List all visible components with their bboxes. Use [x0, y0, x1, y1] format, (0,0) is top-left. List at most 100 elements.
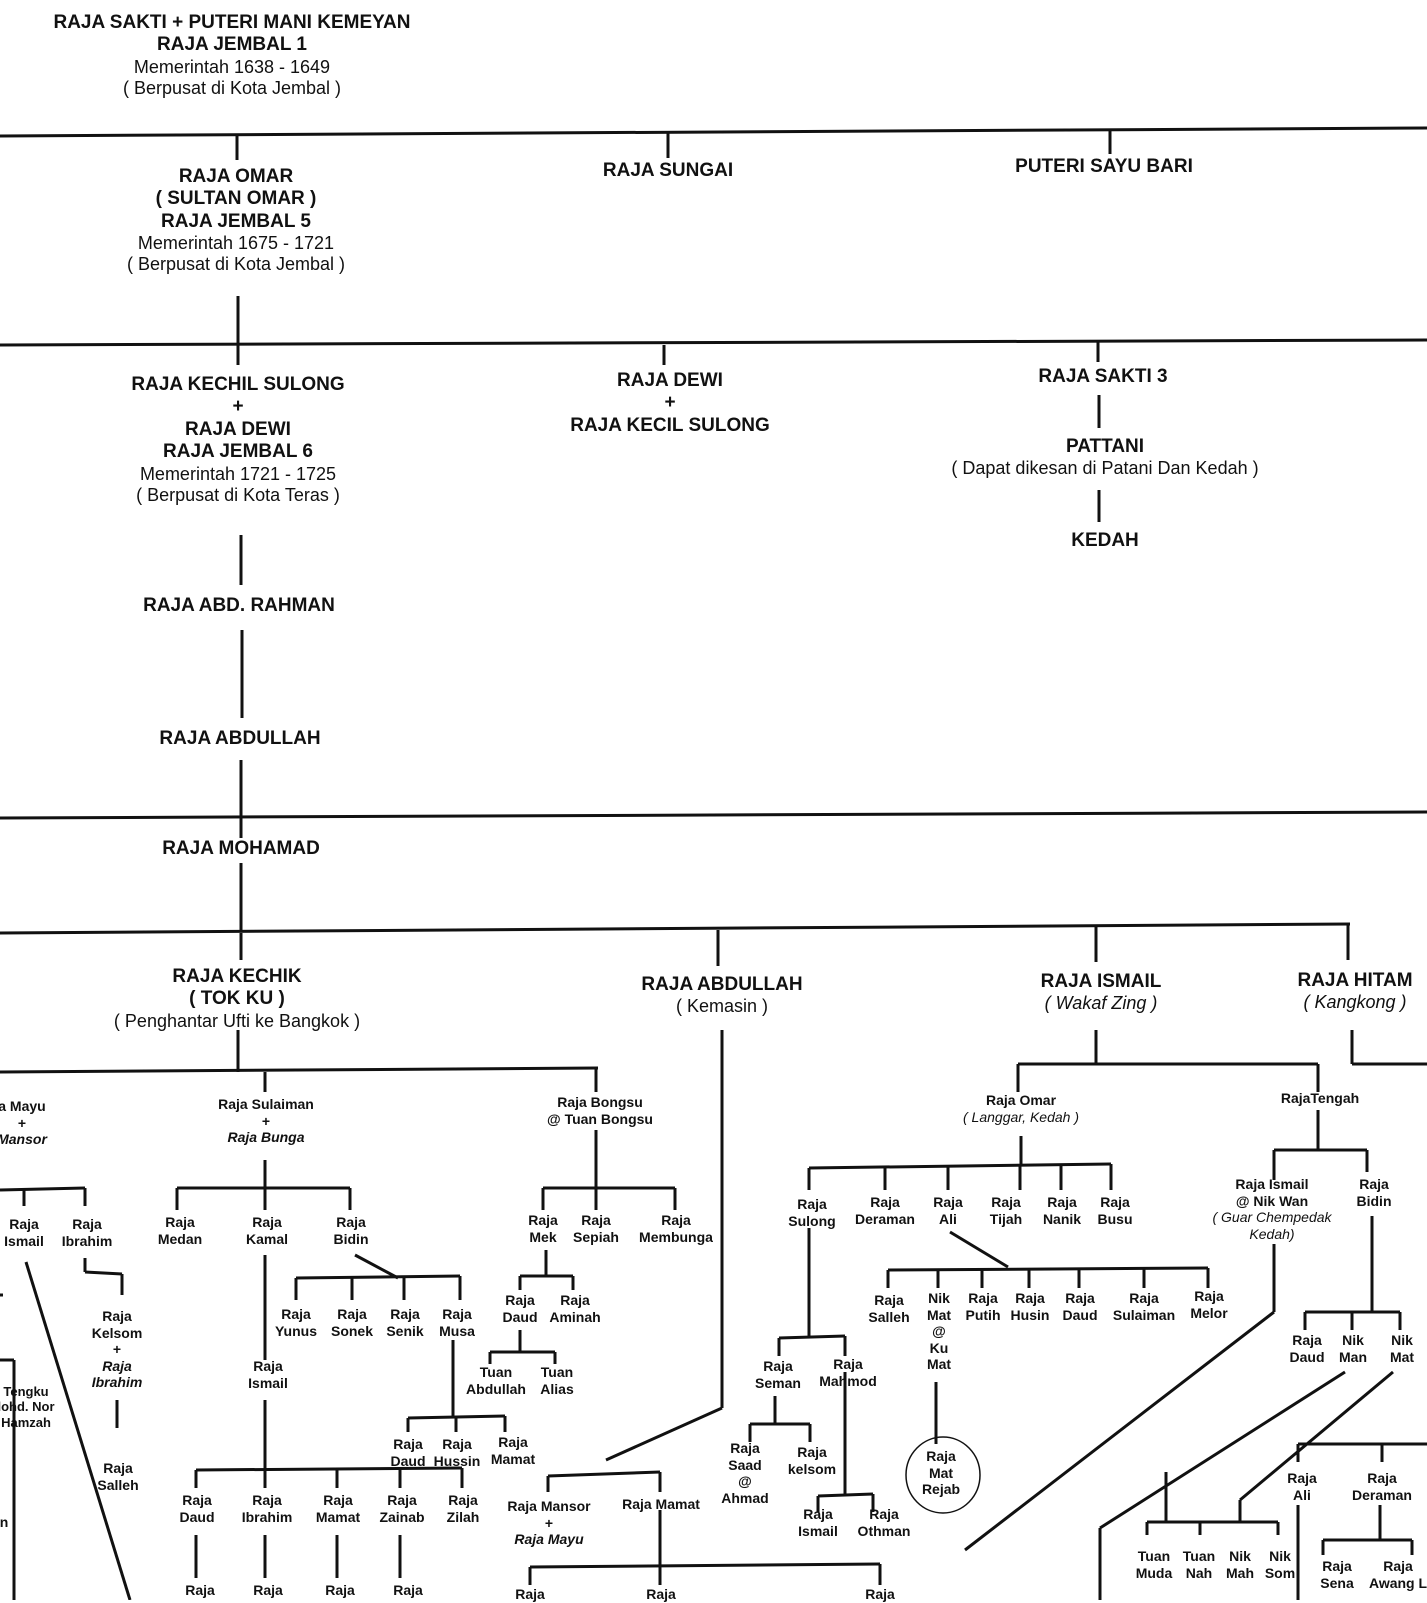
node-line: Raja: [442, 1306, 472, 1322]
node-line: Raja: [803, 1506, 833, 1522]
node-line: Ali: [939, 1210, 957, 1227]
node-line: Mat: [926, 1356, 952, 1373]
bottom-raja-6: Raja: [646, 1586, 676, 1602]
node-line: Raja: [870, 1194, 900, 1210]
node-line: Husin: [1010, 1306, 1050, 1323]
raja-sulaiman-node: Raja Sulaiman + Raja Bunga: [218, 1096, 314, 1146]
node-line: RAJA HITAM: [1297, 970, 1413, 991]
node-line: Raja: [926, 1448, 956, 1464]
raja-mayu-node: a Mayu + Mansor: [0, 1098, 47, 1148]
node-line: ( Kemasin ): [675, 996, 769, 1017]
node-line: RAJA OMAR: [178, 166, 294, 187]
node-line: Mahmod: [819, 1372, 877, 1389]
tengku-hamzah-node: Tengku lohd. Nor Hamzah: [0, 1384, 55, 1430]
node-line: Raja: [933, 1194, 963, 1210]
node-line: Deraman: [855, 1210, 915, 1227]
node-line: Raja: [797, 1196, 827, 1212]
node-line: Nanik: [1042, 1210, 1082, 1227]
node-line: Sepiah: [573, 1228, 619, 1245]
node-line: Nik: [928, 1290, 950, 1306]
node-line: Som: [1264, 1564, 1296, 1581]
node-line: Tuan: [540, 1364, 574, 1380]
node-line: Tuan: [1182, 1548, 1216, 1564]
node-line: ( Langgar, Kedah ): [963, 1108, 1079, 1125]
node-line: @: [932, 1323, 946, 1340]
node-line: Deraman: [1352, 1486, 1412, 1503]
node-line: Zilah: [446, 1508, 480, 1525]
node-line: Daud: [1062, 1306, 1098, 1323]
node-line: Raja: [1065, 1290, 1095, 1306]
node-line: Raja: [9, 1216, 39, 1232]
node-line: RAJA DEWI: [185, 418, 291, 440]
node-line: Memerintah 1721 - 1725: [139, 463, 337, 484]
raja-dewi-node: RAJA DEWI + RAJA KECIL SULONG: [570, 370, 770, 437]
node-line: RAJA KECIL SULONG: [570, 414, 770, 436]
node-line: Medan: [157, 1230, 203, 1247]
node-line: Mat: [1389, 1348, 1415, 1365]
node-line: Hussin: [433, 1452, 481, 1469]
node-line: Raja: [390, 1306, 420, 1322]
left-edge-fragment: n: [0, 1514, 9, 1530]
bottom-raja-2: Raja: [253, 1582, 283, 1598]
node-line: Nik: [1342, 1332, 1364, 1348]
node-line: Raja: [797, 1444, 827, 1460]
node-line: Raja: [1129, 1290, 1159, 1306]
node-line: Tijah: [989, 1210, 1023, 1227]
node-line: Tengku: [3, 1384, 49, 1399]
puteri-sayu-bari-node: PUTERI SAYU BARI: [1015, 156, 1193, 177]
node-line: +: [112, 1341, 122, 1358]
node-line: Saad: [728, 1456, 762, 1473]
node-line: Raja: [323, 1492, 353, 1508]
raja-omar-node: RAJA OMAR ( SULTAN OMAR ) RAJA JEMBAL 5 …: [127, 166, 345, 276]
node-line: Raja: [182, 1492, 212, 1508]
node-line: Raja Sulaiman: [218, 1096, 314, 1112]
raja-sungai-node: RAJA SUNGAI: [602, 160, 734, 181]
node-line: RAJA JEMBAL 6: [163, 441, 313, 463]
node-line: Raja: [661, 1212, 691, 1228]
node-line: Raja: [252, 1492, 282, 1508]
node-line: ( Kangkong ): [1303, 992, 1407, 1013]
node-line: Memerintah 1675 - 1721: [137, 233, 335, 254]
node-line: @ Tuan Bongsu: [547, 1110, 653, 1127]
node-line: Salleh: [97, 1476, 139, 1493]
node-line: Rejab: [921, 1481, 961, 1498]
node-line: Mek: [529, 1228, 557, 1245]
bottom-raja-7: Raja: [865, 1586, 895, 1602]
node-line: Raja: [991, 1194, 1021, 1210]
node-line: +: [261, 1112, 271, 1129]
node-line: Raja: [560, 1292, 590, 1308]
node-line: Raja: [874, 1292, 904, 1308]
node-line: Busu: [1097, 1210, 1133, 1227]
node-line: Ibrahim: [91, 1374, 143, 1391]
node-line: Raja Mayu: [514, 1531, 584, 1548]
node-line: Daud: [390, 1452, 426, 1469]
raja-tengah-node: RajaTengah: [1280, 1090, 1360, 1106]
node-line: Melor: [1190, 1304, 1228, 1321]
node-line: ( Berpusat di Kota Jembal ): [126, 254, 346, 275]
node-line: Raja: [1367, 1470, 1397, 1486]
node-line: RAJA ISMAIL: [1040, 971, 1162, 992]
node-line: Tuan: [479, 1364, 513, 1380]
node-line: Raja: [253, 1358, 283, 1374]
node-line: Sena: [1320, 1574, 1354, 1591]
node-line: ( Guar Chempedak: [1212, 1209, 1332, 1226]
node-line: +: [17, 1114, 27, 1131]
raja-jembal-1-title: RAJA JEMBAL 1: [157, 34, 307, 56]
node-line: Raja: [103, 1460, 133, 1476]
node-line: Ali: [1293, 1486, 1311, 1503]
